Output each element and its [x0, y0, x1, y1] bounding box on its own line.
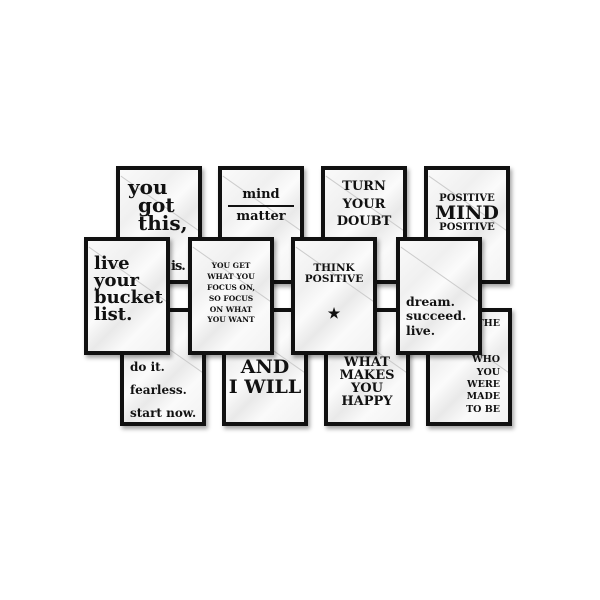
poster-line: MAKES	[339, 368, 395, 383]
poster-line: this,	[138, 211, 188, 235]
poster-line: HAPPY	[341, 394, 393, 409]
poster-bucket-list: live your bucket list.	[84, 237, 170, 355]
poster-line: you	[128, 175, 168, 199]
poster-line: list.	[94, 304, 133, 326]
poster-line: your	[94, 270, 140, 292]
poster-line: do it.	[130, 360, 165, 374]
poster-line: live.	[406, 322, 436, 338]
poster-line: succeed.	[406, 308, 467, 324]
poster-line: fearless.	[130, 382, 187, 397]
poster-line: matter	[236, 208, 286, 224]
poster-line: TURN	[342, 179, 386, 194]
poster-line: start now.	[130, 405, 197, 420]
poster-line: MADE	[466, 391, 500, 403]
poster-line: live	[94, 253, 130, 274]
poster-you-get-what-you-focus-on: YOU GET WHAT YOU FOCUS ON, SO FOCUS ON W…	[188, 237, 274, 355]
poster-line: THINK	[313, 262, 355, 274]
poster-line: YOU	[351, 381, 383, 396]
fraction-divider	[228, 204, 294, 207]
poster-line: WHAT	[344, 355, 390, 370]
poster-line: mind	[242, 187, 280, 202]
poster-dream-succeed-live: dream. succeed. live.	[396, 237, 482, 355]
poster-line: THE	[476, 318, 500, 329]
poster-line: AND	[240, 356, 290, 378]
poster-line: POSITIVE	[439, 222, 495, 233]
poster-line: YOU GET	[211, 261, 251, 270]
poster-line: YOUR	[342, 196, 386, 212]
poster-line: dream.	[406, 294, 455, 309]
poster-line: I WILL	[228, 375, 302, 398]
poster-line: YOU	[476, 366, 500, 378]
star-icon: ★	[327, 306, 341, 322]
poster-line: WHO	[472, 354, 500, 366]
poster-line: POSITIVE	[304, 273, 364, 286]
poster-line: TO BE	[466, 403, 500, 415]
poster-line: POSITIVE	[439, 193, 495, 204]
poster-line: MIND	[435, 202, 499, 224]
poster-line: is.	[171, 259, 186, 274]
poster-line: DOUBT	[336, 214, 392, 230]
poster-line: ON WHAT	[209, 304, 253, 314]
poster-line: YOU WANT	[207, 315, 255, 325]
poster-think-positive: THINK POSITIVE ★	[291, 237, 377, 355]
poster-line: WHAT YOU	[207, 271, 255, 281]
poster-line: bucket	[94, 287, 163, 309]
poster-line: FOCUS ON,	[207, 282, 255, 292]
poster-line: got	[138, 193, 175, 217]
poster-line: WERE	[466, 379, 500, 391]
poster-line: SO FOCUS	[208, 293, 254, 303]
